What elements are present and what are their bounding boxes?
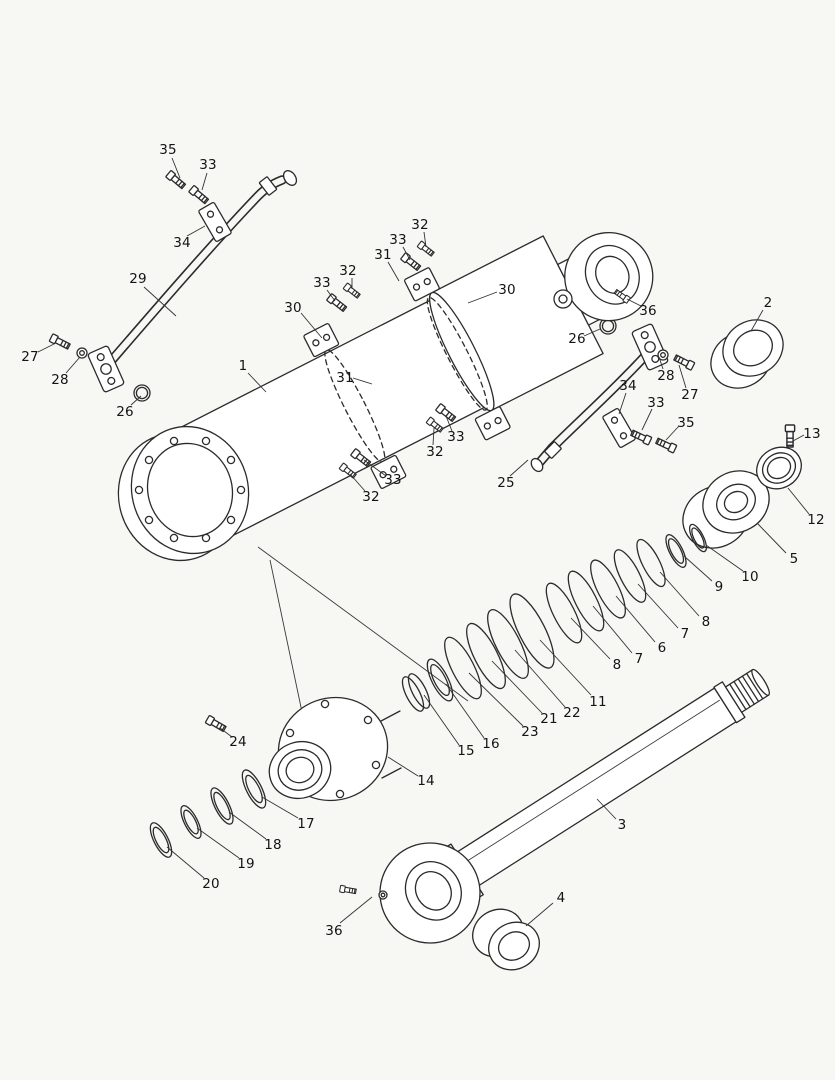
- callout-23: 23: [521, 724, 539, 740]
- callout-36-1: 36: [639, 303, 657, 319]
- hose-flange-left: [48, 333, 151, 402]
- tube-clamps: [303, 267, 511, 489]
- callout-32-3: 32: [426, 444, 444, 460]
- callout-8-1: 8: [701, 614, 711, 630]
- callout-13: 13: [803, 426, 821, 442]
- callout-8-2: 8: [612, 657, 622, 673]
- guide-bolt-24: [204, 714, 228, 734]
- callout-34-2: 34: [619, 378, 637, 394]
- callout-31-2: 31: [336, 370, 354, 386]
- rod-seal-stack: [401, 593, 555, 712]
- callout-2: 2: [763, 295, 773, 311]
- callout-31-1: 31: [374, 247, 392, 263]
- callout-35-1: 35: [159, 142, 177, 158]
- rod-rings: [149, 769, 267, 858]
- callout-32-2: 32: [411, 217, 429, 233]
- callout-26-1: 26: [116, 404, 134, 420]
- callout-7-2: 7: [634, 651, 644, 667]
- callout-30-1: 30: [284, 300, 302, 316]
- callout-11: 11: [589, 694, 607, 710]
- callout-30-2: 30: [498, 282, 516, 298]
- pipe-25: [530, 350, 651, 473]
- callout-26-2: 26: [568, 331, 586, 347]
- callout-3: 3: [617, 817, 627, 833]
- rod-eye-plug: [339, 884, 388, 900]
- callout-32-4: 32: [362, 489, 380, 505]
- callout-33-1: 33: [199, 157, 217, 173]
- callout-21: 21: [540, 711, 558, 727]
- callout-33-6: 33: [384, 472, 402, 488]
- callout-27-2: 27: [681, 387, 699, 403]
- pipe-clamp-upper: [164, 169, 233, 243]
- callout-33-5: 33: [447, 429, 465, 445]
- callout-18: 18: [264, 837, 282, 853]
- rod-guide-14: [268, 696, 402, 802]
- cylinder-end-cap: [130, 425, 250, 555]
- callout-22: 22: [563, 705, 581, 721]
- callout-6: 6: [657, 640, 667, 656]
- callout-20: 20: [202, 876, 220, 892]
- callout-27-1: 27: [21, 349, 39, 365]
- callout-1: 1: [238, 358, 248, 374]
- callout-28-1: 28: [51, 372, 69, 388]
- assembly-reference-lines: [257, 546, 469, 713]
- callout-32-1: 32: [339, 263, 357, 279]
- callout-24: 24: [229, 734, 247, 750]
- callout-33-3: 33: [389, 232, 407, 248]
- leader-lines: [37, 157, 810, 927]
- head-port: [553, 288, 632, 309]
- callout-28-2: 28: [657, 368, 675, 384]
- callout-15: 15: [457, 743, 475, 759]
- piston-rod: [379, 668, 770, 944]
- pipe-clamp-lower: [601, 407, 678, 454]
- piston-seal-stack: [545, 523, 708, 644]
- callout-34-1: 34: [173, 235, 191, 251]
- callout-33-4: 33: [647, 395, 665, 411]
- pipe-29: [107, 170, 298, 365]
- rod-bushing-4: [472, 908, 540, 971]
- callout-29: 29: [129, 271, 147, 287]
- callout-5: 5: [789, 551, 799, 567]
- callout-10: 10: [741, 569, 759, 585]
- pin-bushing-2: [710, 319, 784, 389]
- callout-36-2: 36: [325, 923, 343, 939]
- callout-35-2: 35: [677, 415, 695, 431]
- callout-33-2: 33: [313, 275, 331, 291]
- callout-4: 4: [556, 890, 566, 906]
- callout-16: 16: [482, 736, 500, 752]
- callout-14: 14: [417, 773, 435, 789]
- hose-flange-right: [599, 317, 696, 372]
- callout-25: 25: [497, 475, 515, 491]
- callout-9: 9: [714, 579, 724, 595]
- callout-17: 17: [297, 816, 315, 832]
- callout-12: 12: [807, 512, 825, 528]
- callout-7-1: 7: [680, 626, 690, 642]
- callout-19: 19: [237, 856, 255, 872]
